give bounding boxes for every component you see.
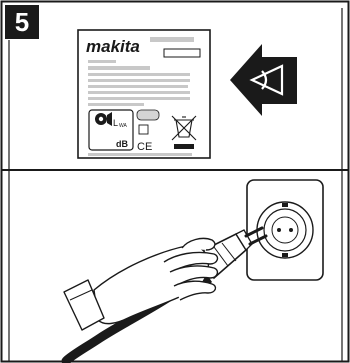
sound-power-subscript: WA <box>119 123 128 129</box>
sound-power-symbol: L <box>113 118 118 128</box>
sound-unit: dB <box>116 139 128 149</box>
look-arrow <box>230 44 297 116</box>
speaker-icon <box>95 112 112 126</box>
brand-logo: makita <box>86 37 140 56</box>
arrow-left-icon <box>230 44 297 116</box>
step-number-badge: 5 <box>5 5 39 39</box>
rating-label: makita L WA dB CE <box>78 30 210 158</box>
ce-mark: CE <box>137 141 152 153</box>
